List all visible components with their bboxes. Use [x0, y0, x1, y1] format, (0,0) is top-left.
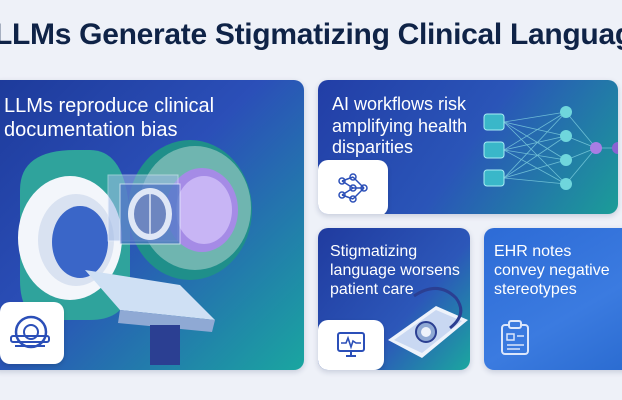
- card-heading: LLMs reproduce clinical documentation bi…: [4, 94, 214, 142]
- card-ehr-notes[interactable]: EHR notes convey negative stereotypes: [484, 228, 622, 370]
- heading-line: disparities: [332, 137, 414, 158]
- heading-line: stereotypes: [494, 281, 577, 299]
- clipboard-icon-holder: [498, 320, 538, 360]
- heading-line: Stigmatizing: [330, 243, 418, 260]
- neural-network-diagram: [483, 106, 618, 190]
- heading-line: documentation bias: [4, 119, 178, 141]
- page-title: LLMs Generate Stigmatizing Clinical Lang…: [0, 18, 622, 51]
- mri-scanner-badge: [0, 302, 64, 364]
- card-heading: AI workflows risk amplifying health disp…: [332, 94, 467, 159]
- heading-line: patient care: [330, 281, 414, 299]
- tablet-stethoscope-illustration: [388, 287, 468, 358]
- heading-line: amplifying health: [332, 115, 468, 136]
- card-heading: EHR notes convey negative stereotypes: [494, 242, 610, 300]
- heading-line: convey negative: [494, 262, 610, 280]
- heading-line: LLMs reproduce clinical: [4, 95, 215, 117]
- neural-network-badge: [318, 160, 388, 214]
- mri-scanner-illustration: [18, 140, 252, 365]
- monitor-heartbeat-icon: [337, 332, 365, 357]
- clipboard-document-icon: [501, 320, 529, 355]
- card-heading: Stigmatizing language worsens patient ca…: [330, 242, 460, 300]
- card-health-disparities[interactable]: AI workflows risk amplifying health disp…: [318, 80, 618, 214]
- heading-line: language worsens: [330, 262, 460, 280]
- mri-scanner-icon: [10, 315, 50, 349]
- monitor-badge: [318, 320, 384, 370]
- card-patient-care[interactable]: Stigmatizing language worsens patient ca…: [318, 228, 470, 370]
- card-documentation-bias[interactable]: LLMs reproduce clinical documentation bi…: [0, 80, 304, 370]
- heading-line: EHR notes: [494, 243, 572, 260]
- heading-line: AI workflows risk: [332, 94, 467, 114]
- neural-network-icon: [338, 173, 368, 203]
